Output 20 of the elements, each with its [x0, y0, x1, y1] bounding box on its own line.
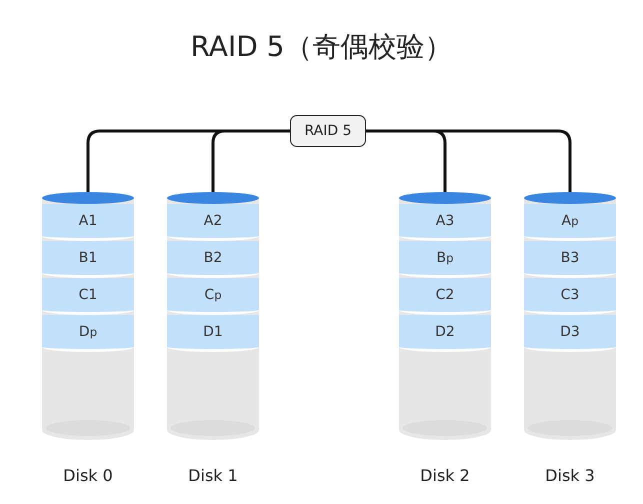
data-block: D2 [399, 315, 491, 352]
connector-line [212, 130, 290, 192]
data-block: C3 [524, 278, 616, 315]
disk-label: Disk 0 [62, 466, 114, 485]
data-block: A1 [42, 204, 134, 241]
data-block: C2 [399, 278, 491, 315]
data-block: D1 [167, 315, 259, 352]
disk-label: Disk 3 [544, 466, 596, 485]
connector-line [366, 130, 572, 192]
data-block: C1 [42, 278, 134, 315]
data-block: A3 [399, 204, 491, 241]
data-block: B3 [524, 241, 616, 278]
data-block: A2 [167, 204, 259, 241]
disk-label: Disk 1 [187, 466, 239, 485]
disk-label: Disk 2 [419, 466, 471, 485]
diagram-title: RAID 5（奇偶校验） [189, 29, 454, 65]
data-block: B2 [167, 241, 259, 278]
controller-box: RAID 5 [290, 115, 366, 147]
data-block: B1 [42, 241, 134, 278]
data-block: D3 [524, 315, 616, 352]
